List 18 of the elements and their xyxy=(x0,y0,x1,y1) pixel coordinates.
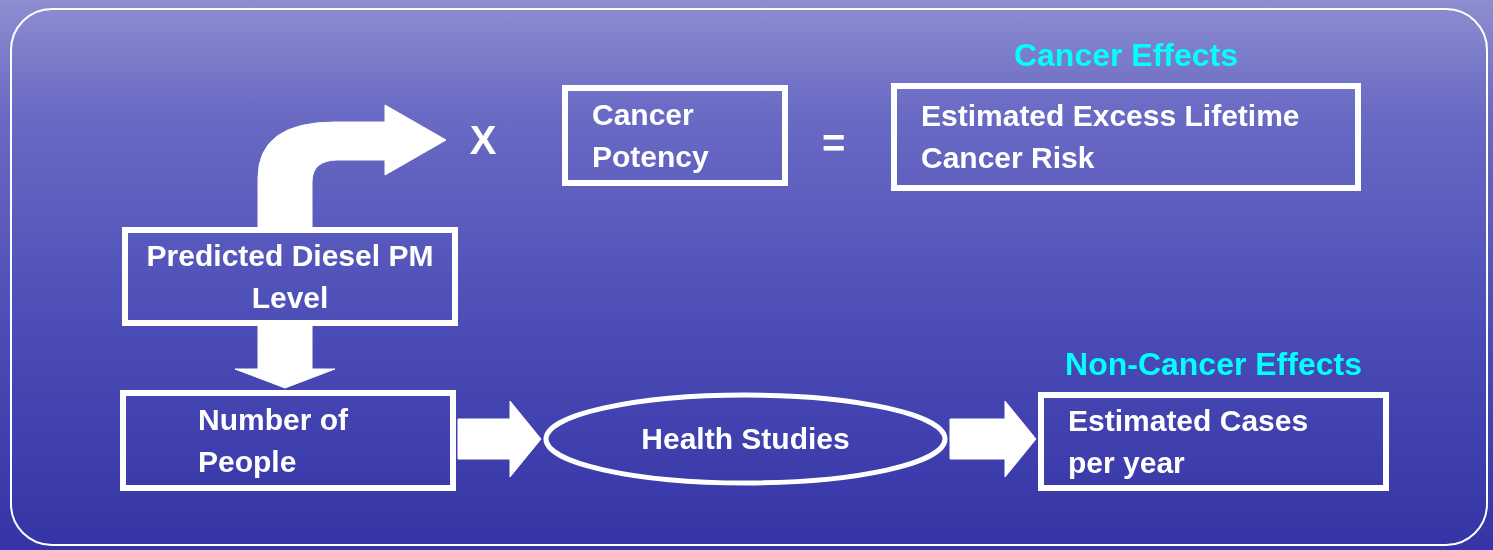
process-box xyxy=(120,390,456,491)
section-heading: Cancer Effects xyxy=(1013,36,1239,75)
node-label: Number of People xyxy=(198,401,349,480)
ellipse-node xyxy=(543,392,948,486)
section-heading: Non-Cancer Effects xyxy=(1065,345,1362,384)
node-label: Estimated Cases per year xyxy=(1068,402,1310,481)
process-box xyxy=(562,85,788,186)
multiply-sign: X xyxy=(468,117,498,164)
block-arrow xyxy=(234,325,336,389)
process-box xyxy=(122,227,458,326)
node-label: Predicted Diesel PM Level xyxy=(145,237,435,316)
node-label: Cancer Potency xyxy=(592,96,710,175)
equals-sign: = xyxy=(822,120,846,167)
block-arrow xyxy=(949,400,1037,478)
node-label: Health Studies xyxy=(641,421,850,457)
block-arrow xyxy=(457,400,542,478)
block-arrow xyxy=(257,104,447,228)
node-label: Estimated Excess Lifetime Cancer Risk xyxy=(921,98,1301,176)
